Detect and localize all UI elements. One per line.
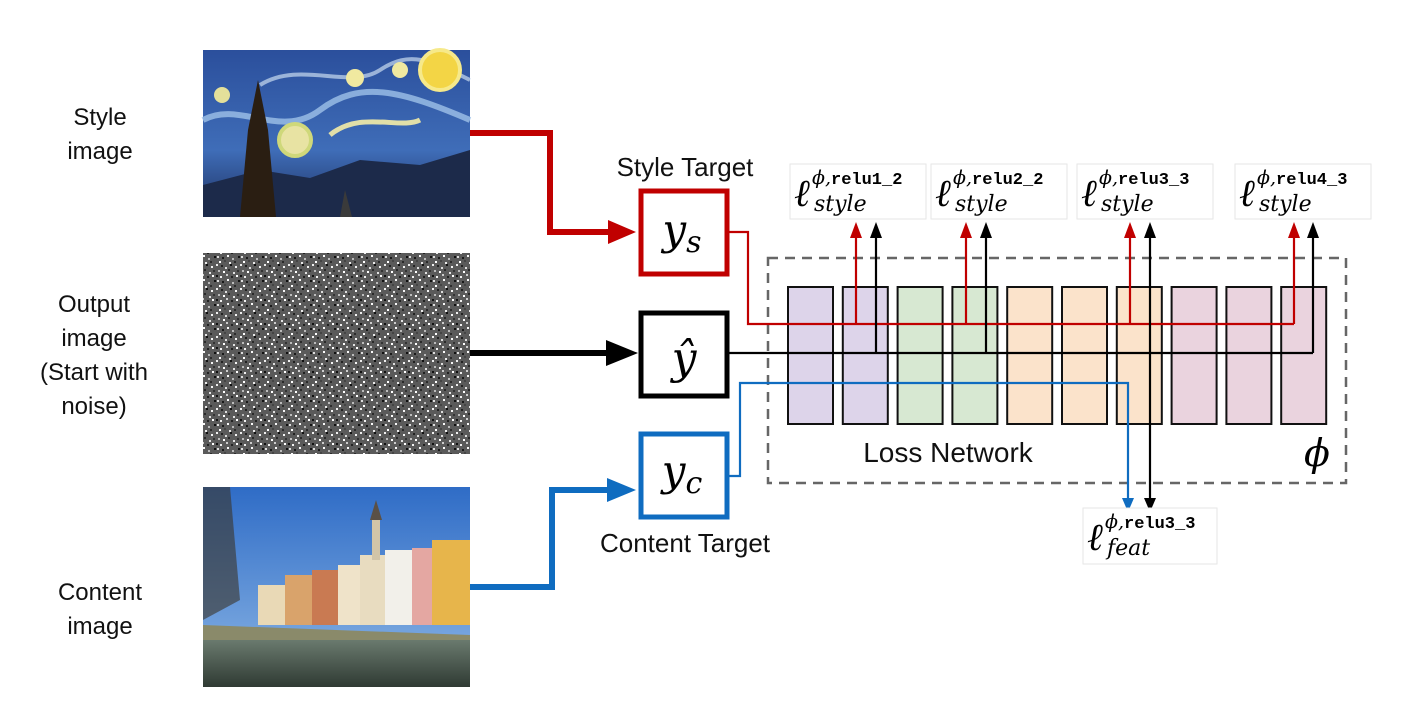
output-image-label-line2: image: [61, 325, 126, 352]
layer-block-3: [896, 286, 944, 425]
content-target-symbol-sub: c: [685, 466, 702, 501]
style-image-to-style-target-line: [470, 130, 610, 235]
loss-network-container: [766, 256, 1348, 485]
content-target-symbol: yc: [660, 446, 703, 501]
layer-block-10: [1280, 286, 1328, 425]
output-image-label-line1: Output: [58, 291, 130, 318]
style-target-symbol: ys: [660, 205, 701, 260]
svg-text:ϕ,relu1_2: ϕ,relu1_2: [812, 167, 902, 190]
loss-network-layers: [787, 286, 1328, 425]
content-target-symbol-base: y: [660, 446, 687, 495]
content-target-label: Content Target: [600, 528, 771, 558]
svg-text:style: style: [814, 192, 867, 217]
layer-block-5: [1006, 286, 1054, 425]
style-loss-relu4-3: ℓ ϕ,relu4_3 style: [1234, 163, 1372, 220]
content-target-arrowhead: [607, 478, 636, 502]
style-wire: [727, 230, 1294, 326]
style-target-symbol-base: y: [660, 205, 687, 254]
layer-block-8: [1170, 286, 1218, 425]
output-image-noise: [203, 253, 470, 454]
layer-block-7: [1115, 286, 1163, 425]
svg-text:style: style: [955, 192, 1008, 217]
style-target-symbol-sub: s: [686, 225, 701, 260]
output-image-label-line3: (Start with: [40, 359, 148, 386]
svg-text:ϕ,relu3_3: ϕ,relu3_3: [1099, 167, 1189, 190]
svg-text:style: style: [1259, 192, 1312, 217]
content-image-label-line2: image: [67, 613, 132, 640]
output-target-symbol: ŷ: [670, 333, 698, 384]
svg-text:ℓ: ℓ: [1239, 171, 1255, 215]
loss-network-label: Loss Network: [863, 437, 1034, 468]
content-image-to-content-target-line: [470, 487, 610, 590]
content-wire: [727, 381, 1130, 500]
style-taps: [850, 222, 1319, 512]
style-loss-relu1-2: ℓ ϕ,relu1_2 style: [789, 163, 927, 220]
svg-text:ℓ: ℓ: [1087, 515, 1103, 559]
feat-blue-arrowhead: [1122, 498, 1134, 512]
style-image-label-line1: Style: [73, 104, 126, 131]
style-image-label-line2: image: [67, 138, 132, 165]
style-loss-relu2-2: ℓ ϕ,relu2_2 style: [930, 163, 1068, 220]
style-target-arrowhead: [608, 220, 636, 244]
svg-text:ϕ,relu4_3: ϕ,relu4_3: [1257, 167, 1347, 190]
layer-block-6: [1061, 286, 1108, 425]
svg-text:ℓ: ℓ: [935, 171, 951, 215]
output-target-box: [638, 310, 730, 399]
content-image: [203, 487, 470, 687]
output-image-label-line4: noise): [61, 393, 126, 420]
style-image: [201, 48, 472, 217]
style-loss-relu3-3: ℓ ϕ,relu3_3 style: [1076, 163, 1214, 220]
svg-text:ℓ: ℓ: [1081, 171, 1097, 215]
feat-loss-relu3-3: ℓ ϕ,relu3_3 feat: [1082, 507, 1218, 565]
svg-text:ℓ: ℓ: [794, 171, 810, 215]
yhat-arrowhead: [606, 340, 638, 366]
layer-block-9: [1225, 286, 1273, 425]
layer-block-2: [841, 286, 889, 425]
style-target-label: Style Target: [617, 152, 755, 182]
layer-block-1: [787, 286, 834, 425]
content-image-label-line1: Content: [58, 579, 142, 606]
svg-text:style: style: [1101, 192, 1154, 217]
phi-symbol: ϕ: [1304, 431, 1330, 475]
svg-text:ϕ,relu3_3: ϕ,relu3_3: [1105, 511, 1195, 534]
style-target-box: [638, 188, 730, 277]
layer-block-4: [951, 286, 999, 425]
svg-text:feat: feat: [1105, 536, 1150, 561]
svg-text:ϕ,relu2_2: ϕ,relu2_2: [953, 167, 1043, 190]
